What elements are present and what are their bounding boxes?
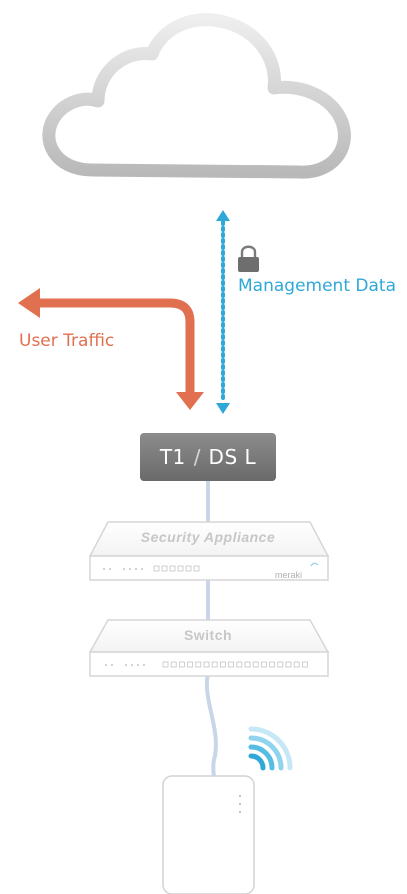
switch-port	[277, 661, 284, 668]
switch-port	[269, 661, 276, 668]
dsl-label: DS L	[208, 445, 257, 469]
switch-port	[178, 661, 185, 668]
switch-dots	[105, 664, 145, 666]
switch-port	[301, 661, 308, 668]
switch-port	[187, 661, 194, 668]
switch-label: Switch	[183, 627, 233, 643]
switch-port	[244, 661, 251, 668]
management-data-arrow-down	[216, 403, 230, 414]
switch-port	[228, 661, 235, 668]
network-switch	[88, 619, 330, 677]
switch-port	[162, 661, 169, 668]
cloud-icon	[42, 13, 351, 179]
wifi-icon	[248, 726, 293, 771]
switch-port	[285, 661, 292, 668]
management-data-link	[216, 210, 230, 414]
access-point-leds	[239, 795, 241, 813]
access-point	[162, 775, 255, 894]
appliance-ports	[103, 565, 200, 572]
switch-port	[293, 661, 300, 668]
switch-port	[252, 661, 259, 668]
switch-port	[219, 661, 226, 668]
t1-dsl-modem: T1 / DS L	[140, 433, 276, 481]
brand-label: meraki	[275, 570, 303, 580]
switch-port	[211, 661, 218, 668]
lock-icon	[238, 245, 259, 272]
switch-ports	[162, 661, 308, 668]
user-traffic-label: User Traffic	[19, 331, 115, 351]
user-traffic-arrow	[18, 288, 204, 410]
t1-separator: /	[193, 445, 201, 469]
t1-label: T1	[159, 445, 186, 469]
switch-port	[195, 661, 202, 668]
security-appliance-label: Security Appliance	[140, 529, 276, 545]
security-appliance	[88, 521, 330, 581]
meraki-logo-icon	[310, 562, 319, 567]
switch-port	[203, 661, 210, 668]
management-data-label: Management Data	[238, 276, 396, 296]
switch-port	[260, 661, 267, 668]
switch-port	[236, 661, 243, 668]
management-data-arrow-up	[216, 210, 230, 221]
switch-port	[170, 661, 177, 668]
